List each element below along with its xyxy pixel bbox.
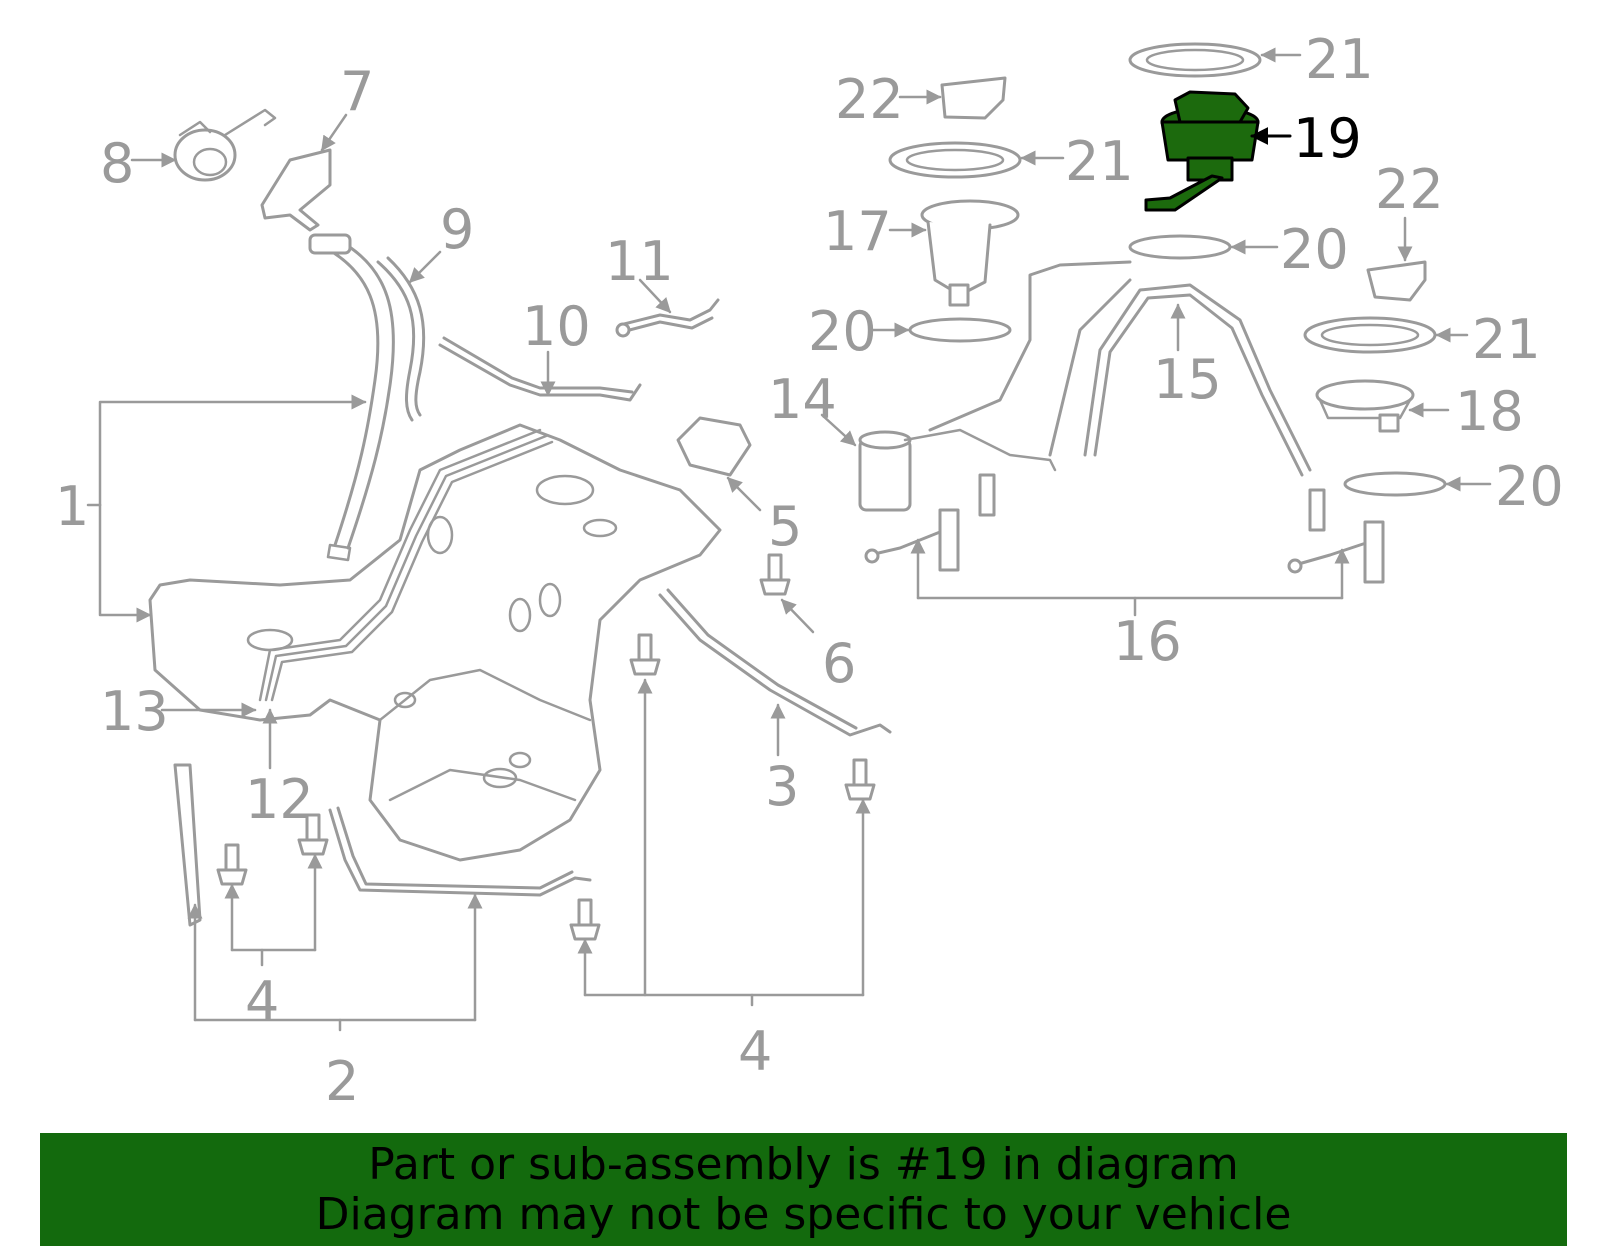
tank-strap-3 [658, 588, 892, 737]
seal-20-c [1343, 471, 1447, 497]
sender-16-left [864, 473, 996, 572]
callout-15: 15 [1153, 348, 1222, 411]
heat-shield [676, 416, 752, 477]
seal-20-b [908, 317, 1012, 343]
callout-17: 17 [823, 200, 892, 263]
callout-14: 14 [768, 368, 837, 431]
callout-11: 11 [605, 230, 674, 293]
fuel-cap [173, 108, 277, 182]
ring-21-mid [888, 141, 1022, 179]
filler-neck [260, 148, 395, 562]
fuel-tank [148, 423, 722, 862]
tube-11 [615, 298, 720, 338]
bolts [216, 553, 876, 941]
callout-10: 10 [522, 295, 591, 358]
callout-8: 8 [100, 132, 134, 195]
callout-19: 19 [1293, 107, 1362, 170]
callout-12: 12 [245, 768, 314, 831]
callout-4-left: 4 [245, 970, 279, 1033]
callout-labels: 1 2 3 4 4 5 6 7 8 9 10 11 12 13 14 15 16… [55, 28, 1564, 1113]
vent-tube [376, 256, 426, 422]
banner-line-1: Part or sub-assembly is #19 in diagram [368, 1138, 1239, 1190]
callout-5: 5 [768, 495, 802, 558]
callout-1: 1 [55, 475, 89, 538]
callout-18: 18 [1455, 380, 1524, 443]
callout-20-a: 20 [1280, 218, 1349, 281]
callout-6: 6 [822, 632, 856, 695]
callout-9: 9 [440, 198, 474, 261]
callout-7: 7 [340, 60, 374, 123]
callout-2: 2 [325, 1050, 359, 1113]
tank-strap-2 [328, 806, 592, 897]
highlighted-part-19 [1144, 90, 1260, 212]
cover-22-left [940, 76, 1007, 120]
hose-15 [928, 260, 1312, 477]
ring-21-right [1303, 316, 1437, 354]
callout-22-b: 22 [1375, 158, 1444, 221]
callout-21-b: 21 [1065, 130, 1134, 193]
sender-16-right [1287, 488, 1385, 584]
retainer-18 [1315, 379, 1415, 433]
callout-16: 16 [1113, 610, 1182, 673]
filter-14 [858, 428, 1057, 512]
callout-22-a: 22 [835, 68, 904, 131]
leader-lines [86, 47, 1492, 1032]
callout-20-c: 20 [1495, 455, 1564, 518]
callout-3: 3 [765, 755, 799, 818]
callout-13: 13 [100, 680, 169, 743]
info-banner: Part or sub-assembly is #19 in diagram D… [40, 1133, 1567, 1246]
callout-21-a: 21 [1305, 28, 1374, 91]
tube-10 [438, 336, 642, 402]
callout-20-b: 20 [808, 300, 877, 363]
callout-4-right: 4 [738, 1020, 772, 1083]
bracket [173, 763, 202, 927]
cover-22-right [1366, 260, 1427, 302]
seal-20-a [1128, 234, 1232, 260]
ring-21-top [1128, 42, 1262, 78]
banner-line-2: Diagram may not be specific to your vehi… [315, 1188, 1292, 1240]
pump-17 [920, 199, 1020, 307]
callout-21-c: 21 [1472, 308, 1541, 371]
